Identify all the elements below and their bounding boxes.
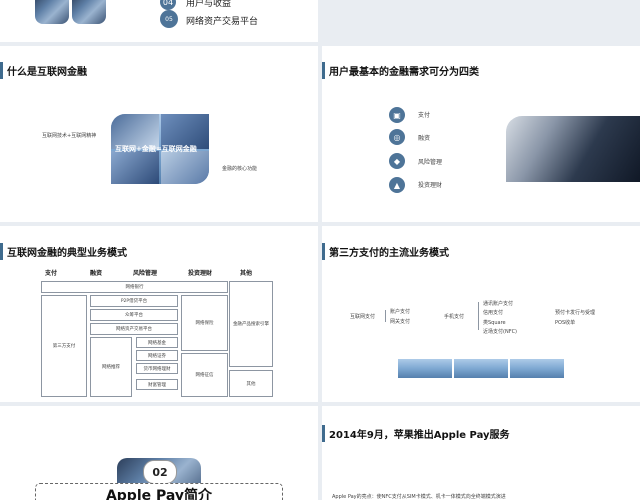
demand-label-invest: 投资理财 <box>418 182 443 189</box>
header-risk: 风险管理 <box>133 270 158 277</box>
mobile-child-3: 类Square <box>483 320 506 326</box>
slide-title: 互联网金融的典型业务模式 <box>0 240 127 262</box>
slide-what-is-internet-finance: 什么是互联网金融 互联网技术+互联网精神 互联网+金融=互联网金融 金融的核心功… <box>0 46 318 222</box>
slide-apple-pay-section: 02 Apple Pay简介 <box>0 406 318 500</box>
section-title-box: Apple Pay简介 <box>35 483 283 500</box>
agenda-num-05: 05 <box>160 10 178 28</box>
box-third-pay: 第三方支付 <box>41 295 87 397</box>
slide-third-party-pay: 第三方支付的主流业务模式 互联网支付 账户支付 网关支付 手机支付 通讯账户支付… <box>322 226 640 402</box>
box-crowd: 众筹平台 <box>90 309 178 321</box>
sky-image-2 <box>454 359 508 378</box>
box-wealth: 货币网络理财 <box>136 363 178 374</box>
root-bracket <box>385 310 386 322</box>
section-title: Apple Pay简介 <box>105 488 213 500</box>
chart-icon: ▲ <box>389 177 405 193</box>
section-badge: 02 <box>143 460 177 484</box>
root-node: 互联网支付 <box>350 314 376 320</box>
internet-finance-image: 互联网+金融=互联网金融 <box>111 114 209 184</box>
box-insurance: 网络保险 <box>181 295 228 351</box>
agenda-label-05: 网络资产交易平台 <box>186 17 259 27</box>
slide-business-models: 互联网金融的典型业务模式 支付 融资 风险管理 投资理财 其他 网络银行 第三方… <box>0 226 318 402</box>
shield-icon: ◆ <box>389 153 405 169</box>
slide-apple-pay-launch: 2014年9月，苹果推出Apple Pay服务 Apple Pay的亮点：使NF… <box>322 406 640 500</box>
image-caption: 互联网+金融=互联网金融 <box>115 145 197 153</box>
sky-image-1 <box>398 359 452 378</box>
right-item-prepaid: 预付卡发行与受理 <box>555 310 596 316</box>
mobile-child-4: 近场支付(NFC) <box>483 329 518 335</box>
header-invest: 投资理财 <box>188 270 213 277</box>
header-other: 其他 <box>240 270 253 277</box>
slide-four-demands: 用户最基本的金融需求可分为四类 ▣ 支付 ◎ 融资 ◆ 风险管理 ▲ 投资理财 <box>322 46 640 222</box>
laptop-hand-image <box>506 116 640 182</box>
wallet-icon: ▣ <box>389 107 405 123</box>
mobile-child-1: 通讯账户支付 <box>483 301 514 307</box>
box-other-info: 金融产品搜索引擎 <box>229 281 273 367</box>
coins-icon: ◎ <box>389 129 405 145</box>
root-child-account: 账户支付 <box>390 309 411 315</box>
right-text: 金融的核心功能 <box>222 166 258 172</box>
demand-label-finance: 融资 <box>418 135 431 142</box>
mobile-bracket <box>478 302 479 330</box>
box-bank: 网络银行 <box>41 281 228 293</box>
box-asset: 网络资产交易平台 <box>90 323 178 335</box>
box-securities: 网络证券 <box>136 350 178 361</box>
header-finance: 融资 <box>90 270 103 277</box>
box-broker: 网络推荐 <box>90 337 132 397</box>
demand-label-risk: 风险管理 <box>418 159 443 166</box>
slide-title: 什么是互联网金融 <box>0 59 87 81</box>
mobile-node: 手机支付 <box>444 314 465 320</box>
agenda-photo-right <box>72 0 106 24</box>
right-item-pos: POS收单 <box>555 320 576 326</box>
slide-agenda: 04 用户与收益 05 网络资产交易平台 <box>0 0 318 42</box>
header-pay: 支付 <box>45 270 58 277</box>
left-text: 互联网技术+互联网精神 <box>42 133 97 139</box>
root-child-gateway: 网关支付 <box>390 319 411 325</box>
box-fund: 网络基金 <box>136 337 178 348</box>
agenda-label-04: 用户与收益 <box>186 0 232 9</box>
slide-title: 用户最基本的金融需求可分为四类 <box>322 59 479 81</box>
sky-image-3 <box>510 359 564 378</box>
box-credit: 网络征信 <box>181 353 228 397</box>
demand-label-pay: 支付 <box>418 112 431 119</box>
box-wealth-mgmt: 财富管理 <box>136 379 178 390</box>
box-other: 其他 <box>229 370 273 397</box>
apple-pay-highlight-text: Apple Pay的亮点：使NFC支付从SIM卡模式、机卡一体模式向全终端模式演… <box>332 494 506 500</box>
slide-title: 2014年9月，苹果推出Apple Pay服务 <box>322 422 510 444</box>
agenda-photo-left <box>35 0 69 24</box>
box-p2p: P2P借贷平台 <box>90 295 178 307</box>
agenda-num-04: 04 <box>160 0 176 10</box>
slide-title: 第三方支付的主流业务模式 <box>322 240 449 262</box>
mobile-child-2: 信用支付 <box>483 310 504 316</box>
